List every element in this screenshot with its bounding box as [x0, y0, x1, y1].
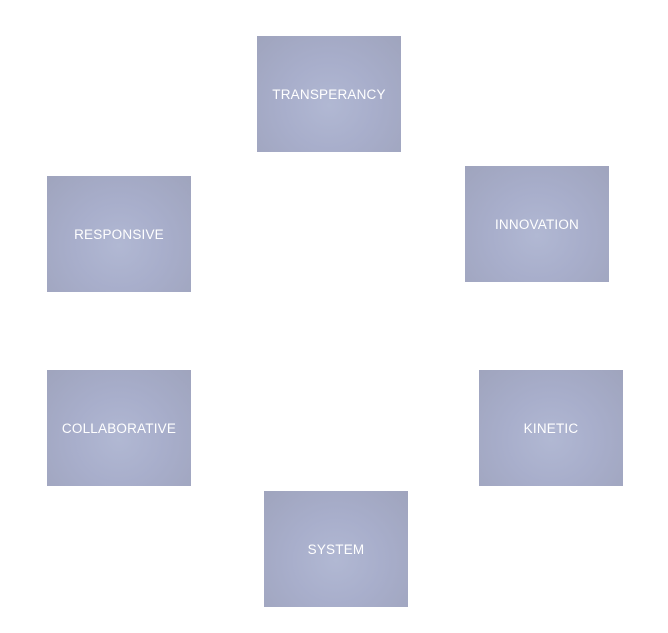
- card-collaborative: COLLABORATIVE: [47, 370, 191, 486]
- card-label-innovation: INNOVATION: [494, 216, 579, 232]
- card-label-responsive: RESPONSIVE: [74, 226, 164, 242]
- card-innovation: INNOVATION: [465, 166, 609, 282]
- card-label-system: SYSTEM: [307, 541, 365, 557]
- card-transparency: TRANSPERANCY: [257, 36, 401, 152]
- card-label-kinetic: KINETIC: [523, 420, 579, 436]
- card-label-collaborative: COLLABORATIVE: [61, 420, 177, 436]
- card-system: SYSTEM: [264, 491, 408, 607]
- card-kinetic: KINETIC: [479, 370, 623, 486]
- card-responsive: RESPONSIVE: [47, 176, 191, 292]
- card-label-transparency: TRANSPERANCY: [272, 86, 386, 102]
